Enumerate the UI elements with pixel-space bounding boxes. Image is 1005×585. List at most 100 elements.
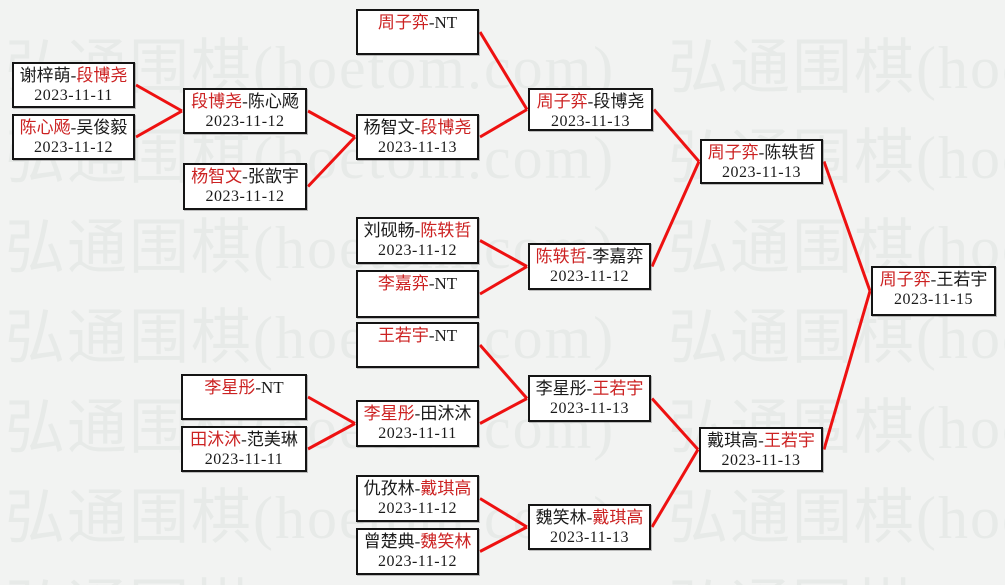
player-name-left: 杨智文 xyxy=(191,167,243,186)
bracket-connector xyxy=(479,497,528,529)
match-players: 仇孜林-戴琪高 xyxy=(358,478,477,499)
match-box-m5[interactable]: 周子弈-NT xyxy=(356,9,479,55)
match-date: 2023-11-13 xyxy=(721,452,801,469)
match-date: 2023-11-12 xyxy=(205,188,285,205)
player-name-left: 仇孜林 xyxy=(363,479,415,498)
player-separator: - xyxy=(414,404,421,423)
player-name-left: 戴琪高 xyxy=(707,431,759,450)
player-name-right: 段博尧 xyxy=(593,92,645,111)
match-players: 李星彤-田沐沐 xyxy=(358,403,477,424)
bracket-connector xyxy=(478,344,529,400)
match-players: 杨智文-张歆宇 xyxy=(185,166,305,187)
player-name-left: 李嘉弈 xyxy=(377,274,429,293)
match-date: 2023-11-12 xyxy=(205,113,285,130)
match-players: 周子弈-陈轶哲 xyxy=(702,142,821,163)
player-name-right: NT xyxy=(434,326,458,345)
bracket-connector xyxy=(822,160,872,292)
match-date: 2023-11-13 xyxy=(377,139,458,156)
match-players: 王若宇-NT xyxy=(358,325,477,346)
player-separator: - xyxy=(586,508,593,527)
match-players: 曾楚典-魏笑林 xyxy=(358,531,477,552)
match-players: 陈心飏-吴俊毅 xyxy=(14,117,133,138)
bracket-connector xyxy=(479,525,528,553)
player-name-left: 陈轶哲 xyxy=(535,247,587,266)
player-separator: - xyxy=(428,13,435,32)
player-name-right: 王若宇 xyxy=(592,379,644,398)
player-name-left: 杨智文 xyxy=(363,118,415,137)
match-date: 2023-11-11 xyxy=(378,425,457,442)
player-separator: - xyxy=(758,143,765,162)
player-separator: - xyxy=(428,326,435,345)
match-box-m8[interactable]: 李嘉弈-NT xyxy=(356,270,479,318)
player-separator: - xyxy=(70,118,77,137)
player-separator: - xyxy=(242,92,248,111)
player-name-left: 周子弈 xyxy=(377,13,429,32)
match-date: 2023-11-12 xyxy=(549,268,630,285)
match-box-m7[interactable]: 刘砚畅-陈轶哲 2023-11-12 xyxy=(356,217,479,264)
player-name-left: 曾楚典 xyxy=(363,532,415,551)
match-date: 2023-11-12 xyxy=(377,553,458,570)
match-box-m10[interactable]: 李星彤-NT xyxy=(181,374,307,420)
player-name-left: 周子弈 xyxy=(879,270,931,289)
player-name-left: 王若宇 xyxy=(377,326,429,345)
match-players: 杨智文-段博尧 xyxy=(358,117,477,138)
player-name-left: 李星彤 xyxy=(204,378,256,397)
match-players: 魏笑林-戴琪高 xyxy=(530,507,649,528)
player-name-left: 刘砚畅 xyxy=(363,221,415,240)
player-name-left: 李星彤 xyxy=(363,404,415,423)
player-name-right: 李嘉弈 xyxy=(592,247,644,266)
match-players: 周子弈-王若宇 xyxy=(873,269,994,290)
match-date: 2023-11-13 xyxy=(550,113,631,130)
bracket-connector xyxy=(650,448,700,528)
bracket-connector xyxy=(307,109,356,139)
player-separator: - xyxy=(587,92,594,111)
player-name-right: 陈轶哲 xyxy=(764,143,816,162)
player-name-right: 张歆宇 xyxy=(247,167,299,186)
bracket-connector xyxy=(135,109,183,139)
player-separator: - xyxy=(758,431,764,450)
player-separator: - xyxy=(586,247,593,266)
bracket-connector xyxy=(822,290,872,450)
player-separator: - xyxy=(414,118,421,137)
match-date: 2023-11-12 xyxy=(377,242,458,259)
player-name-right: 段博尧 xyxy=(420,118,472,137)
bracket-connector xyxy=(650,160,701,268)
match-date: 2023-11-15 xyxy=(893,291,974,308)
match-date: 2023-11-12 xyxy=(377,500,458,517)
player-name-left: 谢梓萌 xyxy=(19,66,71,85)
match-players: 李星彤-王若宇 xyxy=(530,378,649,399)
match-date: 2023-11-11 xyxy=(204,451,284,468)
match-players: 陈轶哲-李嘉弈 xyxy=(530,246,649,267)
match-box-m9[interactable]: 王若宇-NT xyxy=(356,322,479,368)
player-name-right: 段博尧 xyxy=(76,66,128,85)
player-name-right: 陈轶哲 xyxy=(420,221,472,240)
player-name-left: 段博尧 xyxy=(191,92,243,111)
match-players: 段博尧-陈心飏 xyxy=(185,91,305,112)
player-separator: - xyxy=(414,221,421,240)
player-name-left: 周子弈 xyxy=(536,92,588,111)
match-box-m15[interactable]: 周子弈-段博尧 2023-11-13 xyxy=(528,88,653,131)
player-separator: - xyxy=(414,532,421,551)
player-name-right: 陈心飏 xyxy=(247,92,299,111)
bracket-connector xyxy=(135,83,183,113)
bracket-connector xyxy=(650,397,700,451)
match-date: 2023-11-11 xyxy=(34,87,113,104)
player-separator: - xyxy=(586,379,593,398)
bracket-connector xyxy=(307,395,356,425)
player-name-right: NT xyxy=(434,13,458,32)
